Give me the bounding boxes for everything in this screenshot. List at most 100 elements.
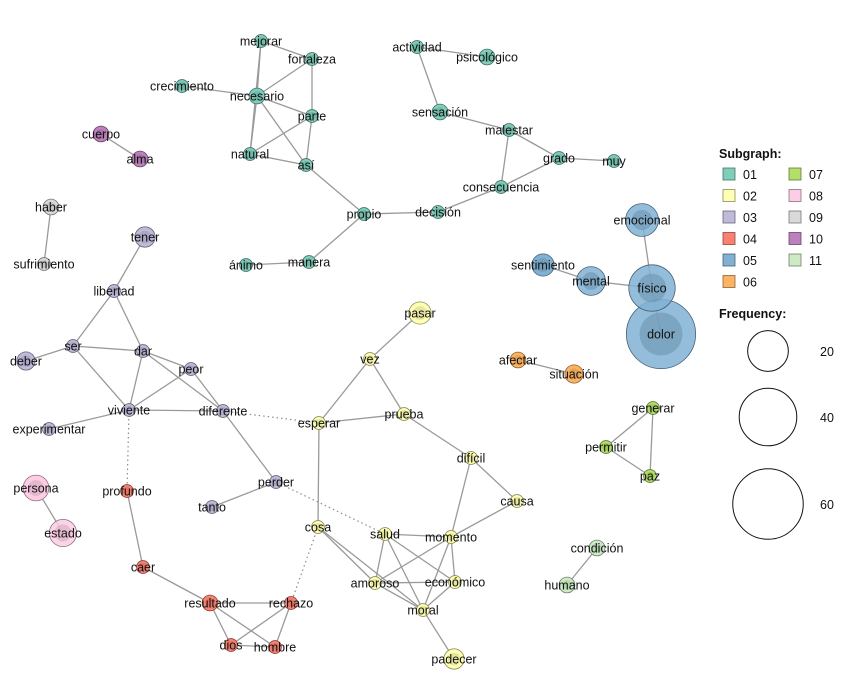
node-label-condicion: condición bbox=[571, 542, 624, 556]
node-core-asi bbox=[302, 161, 310, 169]
node-label-estado: estado bbox=[44, 527, 82, 541]
node-label-asi: así bbox=[298, 159, 315, 173]
node-core-afectar bbox=[513, 355, 523, 365]
node-label-natural: natural bbox=[231, 148, 269, 162]
node-label-afectar: afectar bbox=[499, 354, 537, 368]
edge-cosa-rechazo bbox=[290, 526, 319, 604]
node-core-economico bbox=[451, 578, 459, 586]
legend-label-04: 04 bbox=[743, 233, 757, 247]
legend-label-02: 02 bbox=[743, 190, 757, 204]
legend-label-11: 11 bbox=[809, 254, 822, 268]
node-label-psicologico: psicológico bbox=[456, 51, 518, 65]
node-label-amoroso: amoroso bbox=[351, 577, 400, 591]
node-core-resultado bbox=[205, 598, 215, 608]
node-core-mejorar bbox=[257, 37, 265, 45]
node-label-consecuencia: consecuencia bbox=[463, 181, 539, 195]
node-label-caer: caer bbox=[131, 561, 155, 575]
node-core-psicologico bbox=[482, 52, 492, 62]
node-label-hombre: hombre bbox=[254, 641, 296, 655]
edge-momento-amoroso bbox=[374, 536, 452, 584]
legend-label-03: 03 bbox=[743, 211, 757, 225]
node-core-profundo bbox=[123, 487, 131, 495]
legend-swatch-08 bbox=[788, 189, 802, 202]
node-label-diferente: diferente bbox=[199, 405, 248, 419]
node-core-viviente bbox=[125, 406, 133, 414]
node-label-moral: moral bbox=[407, 604, 438, 618]
node-label-tanto: tanto bbox=[198, 501, 226, 515]
edge-viviente-profundo bbox=[126, 409, 130, 492]
edge-dar-peor bbox=[142, 350, 192, 370]
node-core-perder bbox=[272, 478, 280, 486]
edge-natural-parte bbox=[249, 115, 313, 155]
edge-vez-prueba bbox=[369, 358, 405, 415]
node-label-sentimiento: sentimiento bbox=[511, 259, 575, 273]
edge-fortaleza-necesario bbox=[256, 58, 313, 97]
node-label-causa: causa bbox=[500, 495, 533, 509]
node-label-animo: ánimo bbox=[229, 259, 263, 273]
edge-esperar-cosa bbox=[317, 422, 320, 528]
edge-crecimiento-necesario bbox=[181, 85, 258, 97]
subgraph-legend-title: Subgraph: bbox=[719, 147, 782, 161]
edge-libertad-ser bbox=[72, 290, 115, 347]
edge-peor-diferente bbox=[190, 368, 224, 412]
edge-vez-esperar bbox=[318, 358, 371, 424]
edge-cosa-amoroso bbox=[317, 526, 376, 584]
node-core-malestar bbox=[505, 126, 513, 134]
node-core-moral bbox=[419, 606, 427, 614]
frequency-circle-20 bbox=[747, 330, 789, 372]
node-core-fortaleza bbox=[308, 55, 316, 63]
node-core-necesario bbox=[252, 91, 262, 101]
edge-caer-profundo bbox=[126, 490, 144, 568]
node-label-mental: mental bbox=[572, 275, 610, 289]
node-core-cuerpo bbox=[96, 129, 106, 139]
legend-swatch-07 bbox=[788, 167, 802, 181]
node-core-deber bbox=[20, 355, 32, 367]
node-label-crecimiento: crecimiento bbox=[150, 80, 214, 94]
legend-swatch-06 bbox=[722, 275, 736, 288]
edge-amoroso-economico bbox=[374, 581, 456, 584]
edge-generar-paz bbox=[649, 407, 654, 477]
node-core-rechazo bbox=[287, 599, 295, 607]
node-core-situacion bbox=[568, 368, 580, 380]
node-core-cosa bbox=[314, 523, 322, 531]
edge-momento-moral bbox=[422, 536, 452, 611]
node-label-sensacion: sensación bbox=[412, 106, 468, 120]
edge-manera-animo bbox=[245, 261, 310, 266]
node-label-sufrimiento: sufrimiento bbox=[13, 258, 74, 272]
node-label-resultado: resultado bbox=[184, 597, 235, 611]
node-label-muy: muy bbox=[602, 155, 626, 169]
node-core-parte bbox=[308, 112, 316, 120]
edge-esperar-prueba bbox=[318, 413, 405, 424]
node-core-pasar bbox=[413, 306, 427, 320]
node-label-economico: económico bbox=[425, 576, 485, 590]
edge-natural-asi bbox=[249, 153, 307, 166]
node-label-padecer: padecer bbox=[431, 653, 476, 667]
node-label-actividad: actividad bbox=[392, 41, 441, 55]
frequency-label-60: 60 bbox=[820, 498, 834, 512]
edge-dar-diferente bbox=[142, 350, 224, 412]
legend-label-05: 05 bbox=[743, 254, 757, 268]
edge-afectar-situacion bbox=[517, 359, 575, 375]
legend-swatch-02 bbox=[722, 189, 736, 202]
edge-grado-malestar bbox=[508, 129, 560, 159]
edge-dar-viviente bbox=[128, 350, 144, 411]
legend-label-07: 07 bbox=[809, 168, 823, 182]
node-core-estado bbox=[54, 524, 72, 542]
node-label-generar: generar bbox=[631, 402, 674, 416]
node-core-decision bbox=[434, 208, 442, 216]
node-core-causa bbox=[513, 497, 521, 505]
edge-rechazo-hombre bbox=[274, 602, 292, 648]
node-label-profundo: profundo bbox=[102, 485, 151, 499]
edge-caer-resultado bbox=[142, 566, 211, 604]
edge-necesario-natural bbox=[249, 95, 258, 155]
edge-consecuencia-malestar bbox=[500, 129, 510, 188]
node-core-permitir bbox=[602, 443, 610, 451]
node-core-salud bbox=[381, 530, 389, 538]
node-core-consecuencia bbox=[497, 183, 505, 191]
edge-ser-dar bbox=[72, 345, 144, 352]
node-label-esperar: esperar bbox=[298, 417, 340, 431]
edge-actividad-psicologico bbox=[416, 46, 488, 58]
node-core-grado bbox=[555, 154, 563, 162]
node-core-ser bbox=[69, 342, 77, 350]
edge-parte-asi bbox=[305, 115, 313, 166]
